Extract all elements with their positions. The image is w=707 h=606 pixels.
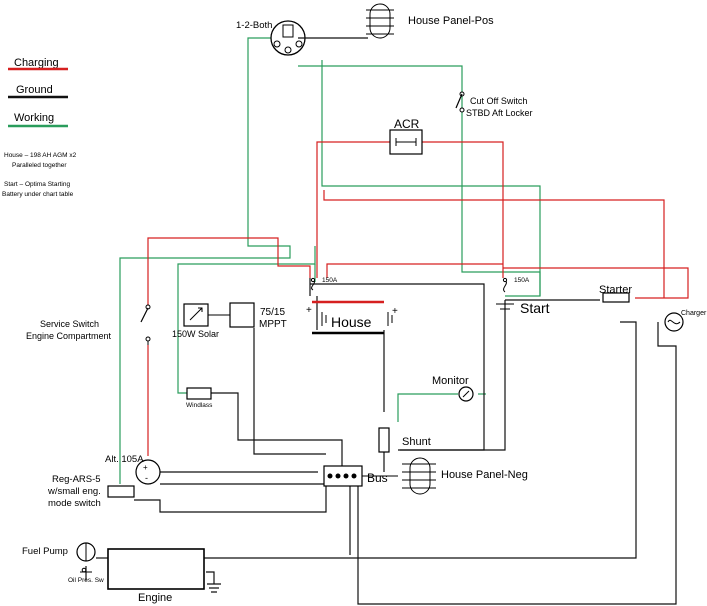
shunt-label: Shunt	[402, 436, 431, 448]
svg-text:+: +	[306, 305, 312, 316]
reg-line1: Reg-ARS-5	[52, 474, 101, 485]
windlass-label: Windlass	[186, 402, 213, 409]
engine-label: Engine	[138, 592, 172, 604]
solar-label: 150W Solar	[172, 329, 219, 339]
fuel-pump	[76, 542, 96, 562]
solar-panel	[183, 303, 230, 327]
note-start-line1: Start – Optima Starting	[4, 181, 70, 188]
charger-label: Charger	[681, 310, 707, 317]
note-house-line2: Paralleled together	[12, 162, 67, 169]
battery-monitor	[458, 386, 474, 402]
mppt-controller	[229, 302, 255, 328]
reg-line3: mode switch	[48, 498, 101, 509]
oil-pressure-switch	[80, 567, 92, 573]
monitor-label: Monitor	[432, 375, 469, 387]
note-start-line2: Battery under chart table	[2, 191, 74, 198]
shore-charger	[664, 312, 684, 332]
fuel-pump-label: Fuel Pump	[22, 546, 68, 557]
negative-bus	[323, 465, 398, 487]
cutoff-switch[interactable]	[455, 91, 465, 113]
legend-working-label: Working	[14, 112, 54, 124]
battery-selector-switch[interactable]	[270, 20, 306, 56]
svg-text:-: -	[145, 473, 148, 483]
house-panel-pos-label: House Panel-Pos	[408, 15, 494, 27]
cutoff-line1: Cut Off Switch	[470, 96, 527, 106]
start-battery	[496, 303, 514, 310]
oil-pres-label: Oil Pres. Sw	[68, 577, 104, 584]
service-line2: Engine Compartment	[26, 331, 112, 341]
starter-motor	[602, 292, 630, 303]
house-battery-label: House	[331, 314, 372, 330]
fuse-house	[310, 277, 316, 291]
svg-text:+: +	[392, 306, 398, 317]
bus-label: Bus	[367, 471, 388, 485]
svg-text:+: +	[143, 463, 148, 472]
reg-line2: w/small eng.	[47, 486, 101, 497]
regulator	[107, 485, 135, 498]
windlass-motor	[186, 387, 212, 400]
service-switch[interactable]	[140, 304, 151, 345]
shunt	[378, 427, 390, 453]
legend: Charging Ground Working	[8, 57, 68, 128]
start-battery-label: Start	[520, 300, 550, 316]
note-house-line1: House – 198 AH AGM x2	[4, 152, 77, 159]
fuse-start	[502, 277, 508, 293]
legend-charging-label: Charging	[14, 57, 59, 69]
starter-label: Starter	[599, 284, 632, 296]
legend-ground-label: Ground	[16, 84, 53, 96]
switch-12both-label: 1-2-Both	[236, 20, 272, 31]
cutoff-line2: STBD Aft Locker	[466, 108, 533, 118]
house-battery: + +	[306, 300, 398, 335]
ground-wires	[85, 278, 677, 605]
service-line1: Service Switch	[40, 319, 99, 329]
house-panel-pos-bus	[298, 3, 394, 39]
alternator: + -	[135, 459, 161, 485]
battery-notes: House – 198 AH AGM x2 Paralleled togethe…	[2, 152, 77, 198]
acr-label: ACR	[394, 117, 420, 131]
engine-block	[107, 548, 205, 590]
house-panel-neg-label: House Panel-Neg	[441, 469, 528, 481]
mppt-line2: MPPT	[259, 319, 287, 330]
house-panel-neg-bus	[402, 457, 436, 495]
working-wires	[119, 37, 541, 484]
acr-relay	[389, 129, 423, 155]
mppt-line1: 75/15	[260, 307, 285, 318]
fuse-start-label: 150A	[514, 277, 530, 284]
alt-label: Alt. 105A	[105, 454, 144, 465]
fuse-house-label: 150A	[322, 277, 338, 284]
